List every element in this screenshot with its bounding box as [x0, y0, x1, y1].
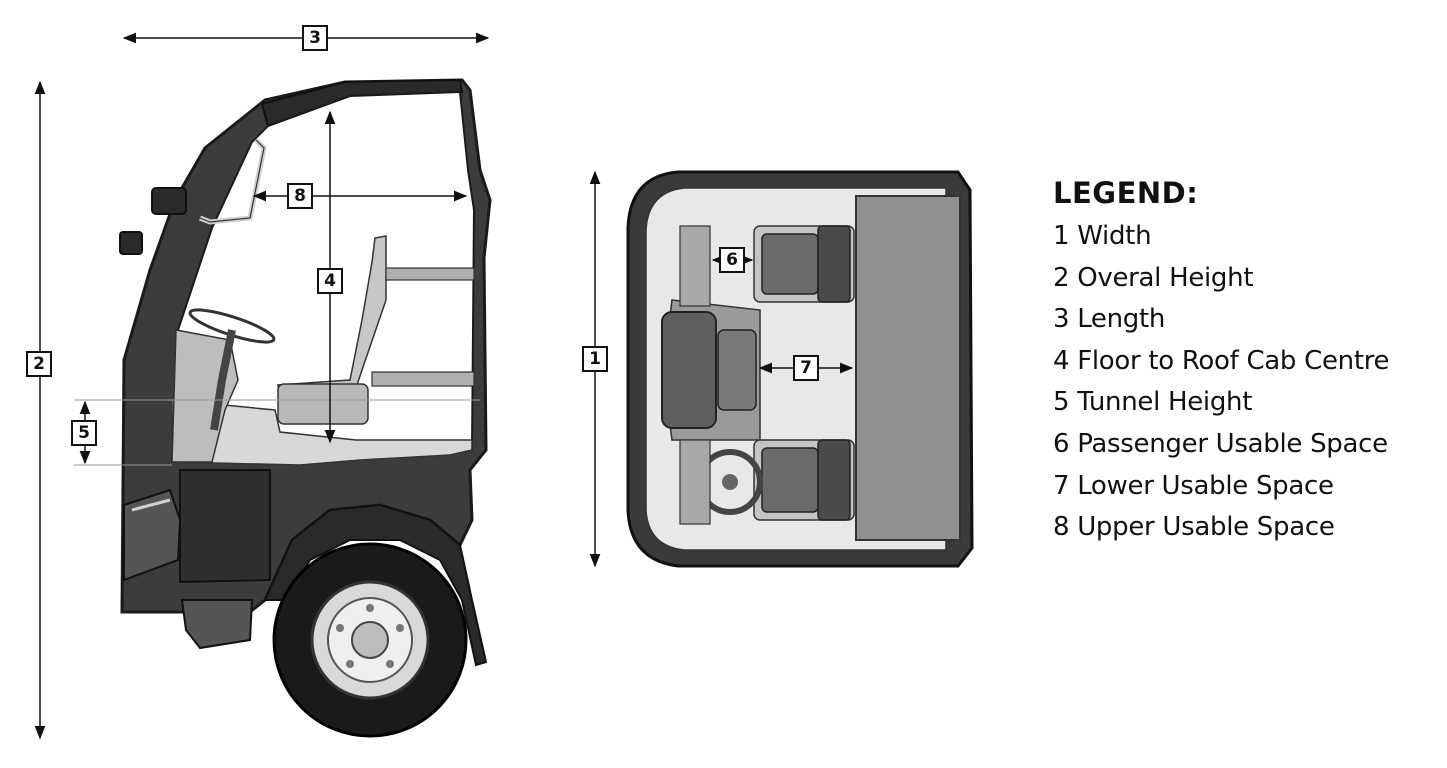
tag-passenger-space: 6 — [719, 247, 745, 273]
legend-item: 7 Lower Usable Space — [1053, 470, 1334, 501]
legend-item: 8 Upper Usable Space — [1053, 512, 1335, 543]
legend-item: 6 Passenger Usable Space — [1053, 428, 1388, 459]
legend: LEGEND: 1 Width 2 Overal Height 3 Length… — [1053, 174, 1390, 549]
tag-width: 1 — [582, 346, 608, 372]
legend-item: 2 Overal Height — [1053, 262, 1254, 293]
tag-lower-space: 7 — [793, 355, 819, 381]
tag-floor-to-roof: 4 — [317, 268, 343, 294]
tag-length: 3 — [302, 25, 328, 51]
legend-item: 4 Floor to Roof Cab Centre — [1053, 345, 1390, 376]
legend-item: 1 Width — [1053, 221, 1152, 251]
side-view-cab — [74, 78, 492, 738]
legend-item: 3 Length — [1053, 304, 1166, 335]
legend-item: 5 Tunnel Height — [1053, 387, 1253, 418]
legend-title: LEGEND: — [1053, 176, 1199, 210]
legend-list: 1 Width 2 Overal Height 3 Length 4 Floor… — [1053, 216, 1390, 549]
tag-upper-space: 8 — [287, 183, 313, 209]
tag-overall-height: 2 — [26, 351, 52, 377]
tag-tunnel-height: 5 — [71, 420, 97, 446]
